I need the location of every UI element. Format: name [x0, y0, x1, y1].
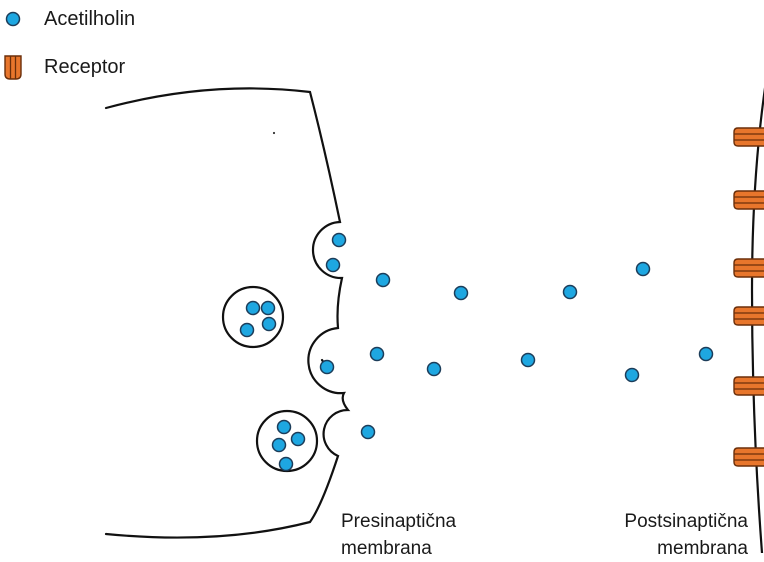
acetylcholine-molecule [624, 367, 640, 383]
synaptic-vesicle [221, 285, 285, 349]
acetylcholine-molecule [319, 359, 335, 375]
acetylcholine-molecule [271, 437, 287, 453]
speck [272, 131, 276, 135]
presynaptic-label-line2: membrana [341, 538, 432, 559]
receptor [733, 127, 764, 147]
receptor [733, 306, 764, 326]
receptor [733, 258, 764, 278]
acetylcholine-molecule [278, 456, 294, 472]
acetylcholine-molecule [375, 272, 391, 288]
acetylcholine-molecule [239, 322, 255, 338]
receptor [733, 376, 764, 396]
acetylcholine-molecule [635, 261, 651, 277]
acetylcholine-molecule [369, 346, 385, 362]
acetylcholine-molecule [562, 284, 578, 300]
acetylcholine-molecule [245, 300, 261, 316]
acetylcholine-molecule [261, 316, 277, 332]
acetylcholine-molecule [426, 361, 442, 377]
legend-label-acetylcholine: Acetilholin [44, 7, 136, 30]
postsynaptic-membrane [750, 87, 764, 553]
acetylcholine-molecule [698, 346, 714, 362]
acetylcholine-molecule [276, 419, 292, 435]
postsynaptic-label-line2: membrana [657, 538, 748, 559]
acetylcholine-molecule [290, 431, 306, 447]
legend-label-receptor: Receptor [44, 55, 126, 78]
acetylcholine-molecule [520, 352, 536, 368]
legend-item-acetylcholine: Acetilholin [0, 6, 135, 32]
postsynaptic-membrane-label: Postsinaptična membrana [622, 508, 748, 562]
acetylcholine-molecule [453, 285, 469, 301]
receptor-legend-icon [4, 55, 22, 80]
presynaptic-label-line1: Presinaptična [341, 511, 457, 532]
acetylcholine-molecule [260, 300, 276, 316]
acetylcholine-molecule [331, 232, 347, 248]
acetylcholine-molecule [325, 257, 341, 273]
presynaptic-membrane-label: Presinaptična membrana [341, 508, 456, 562]
receptor [733, 447, 764, 467]
legend-item-receptor: Receptor [0, 52, 125, 82]
acetylcholine-legend-icon [5, 11, 21, 27]
receptor [733, 190, 764, 210]
postsynaptic-label-line1: Postsinaptična [624, 511, 748, 532]
presynaptic-membrane [104, 87, 351, 539]
acetylcholine-molecule [360, 424, 376, 440]
